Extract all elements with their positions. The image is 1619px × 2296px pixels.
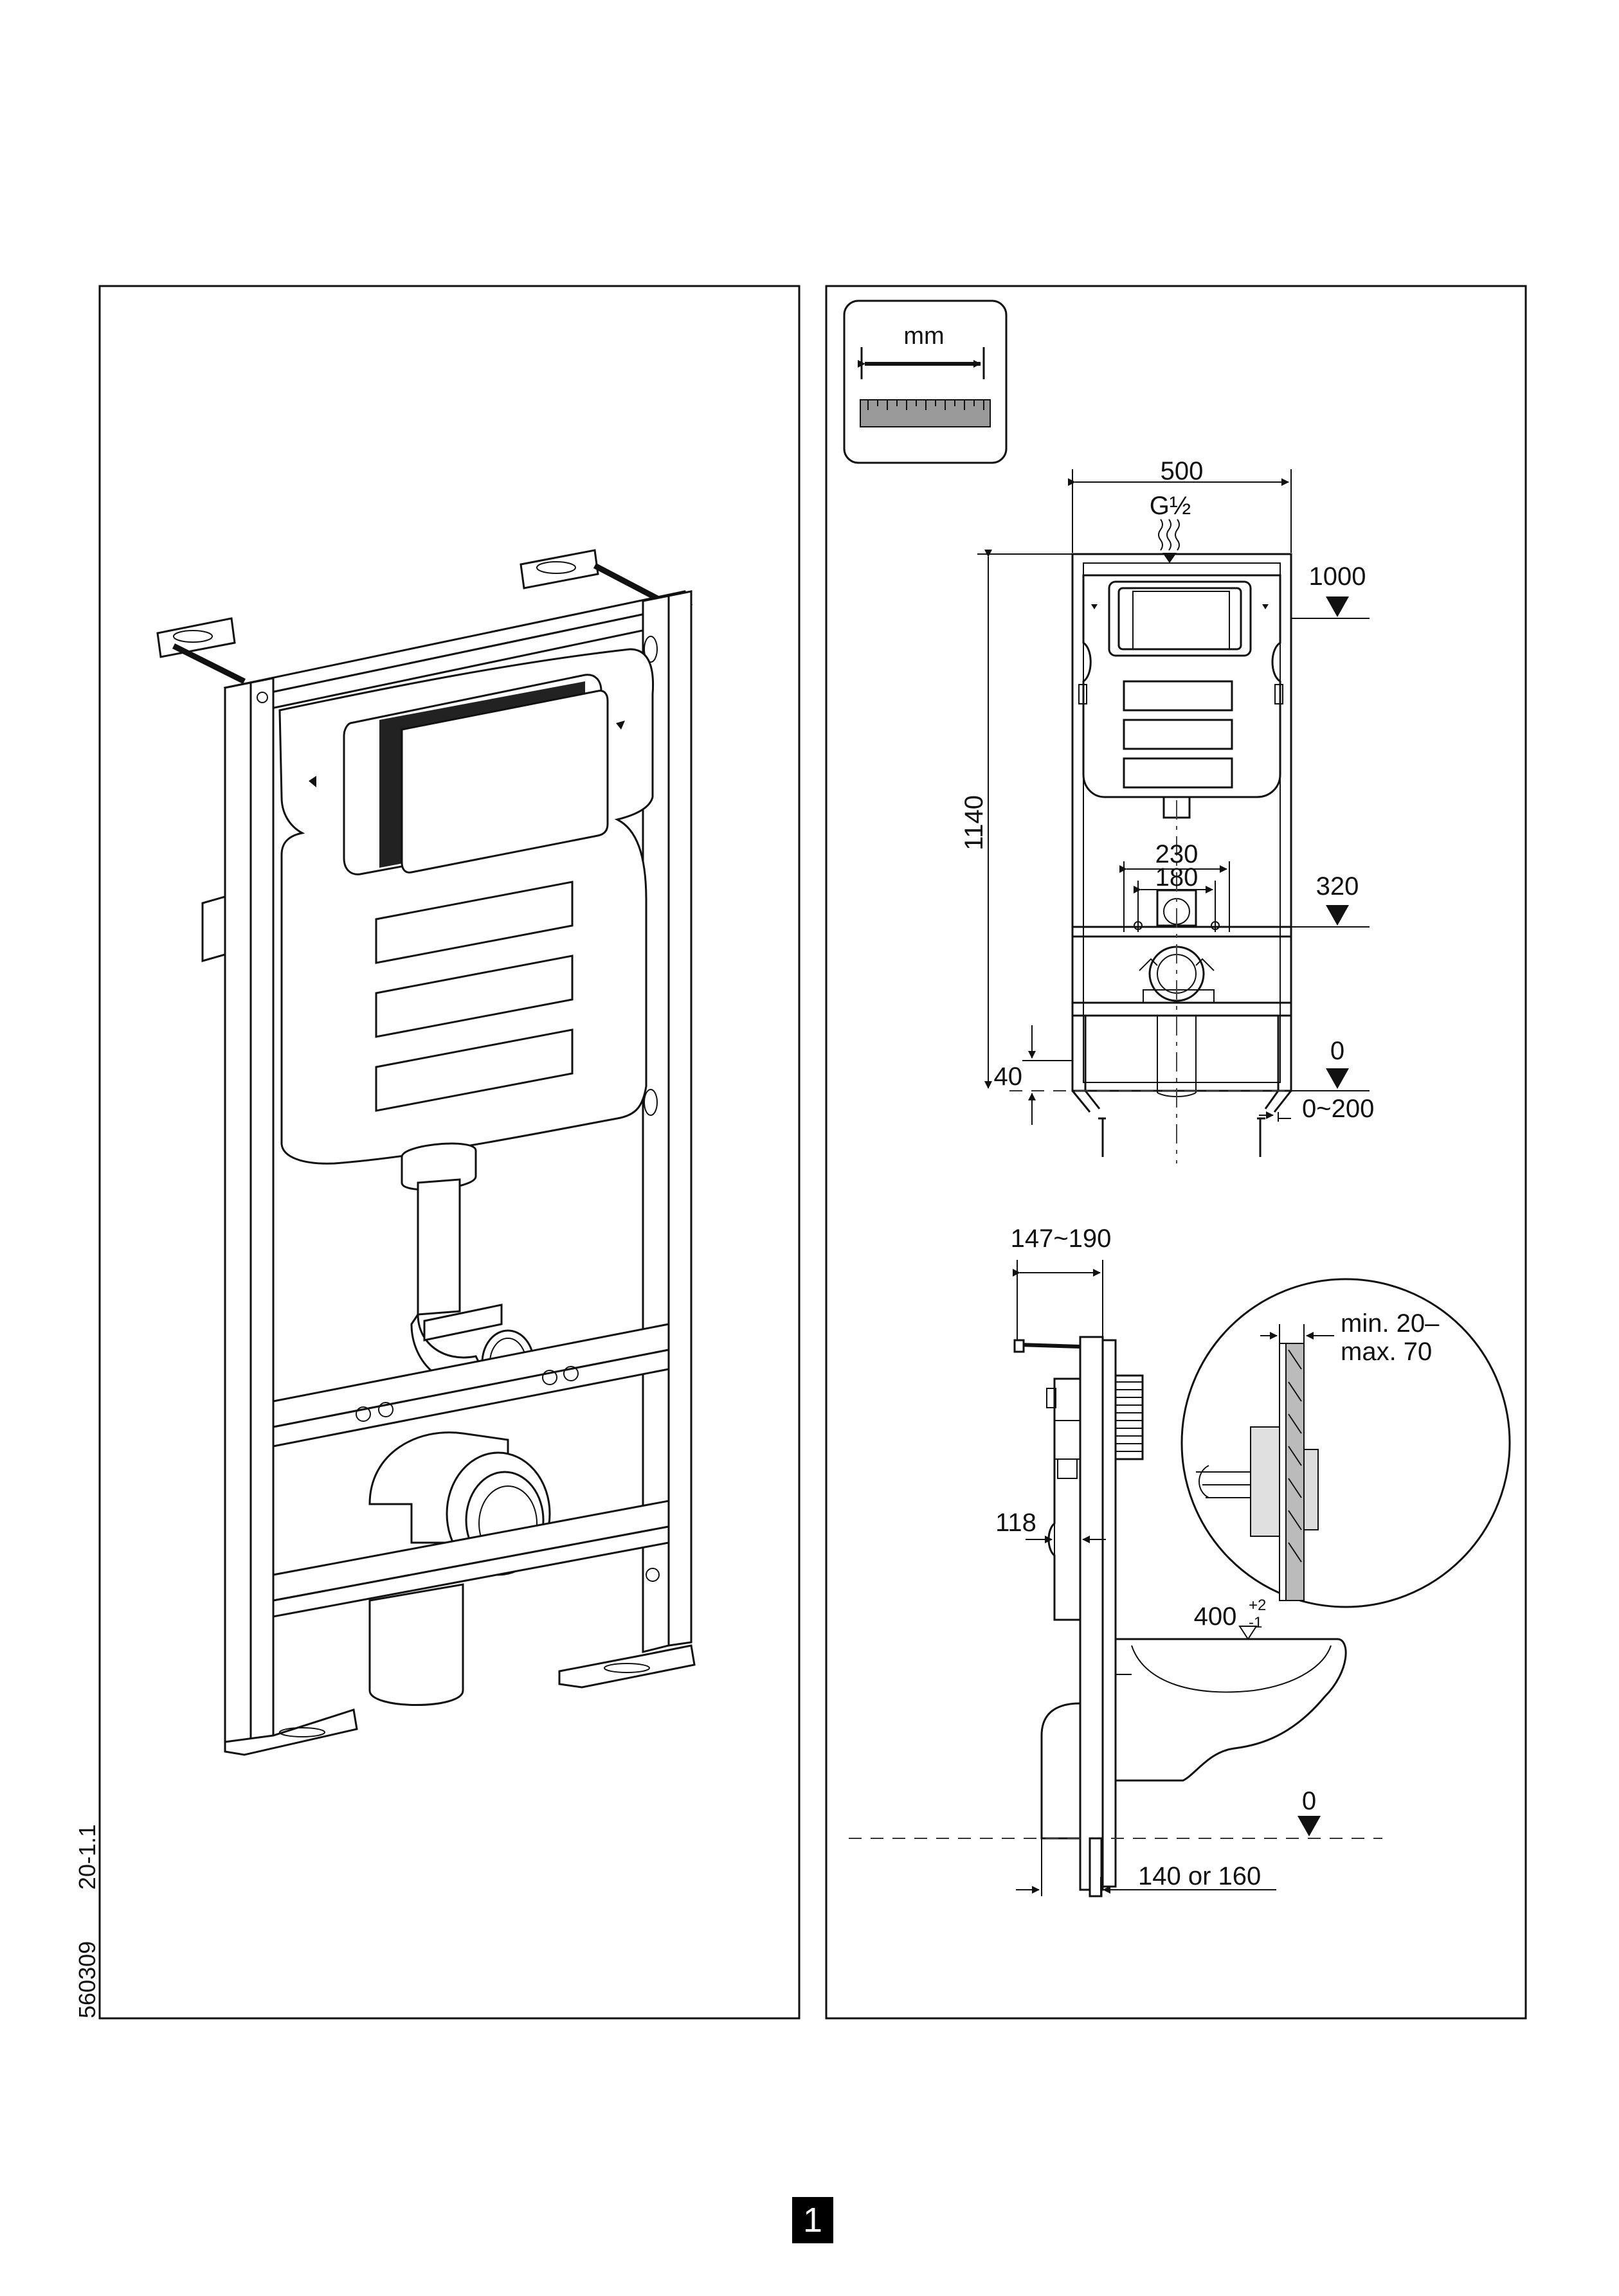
bowl-height-label: 400 +2 -1 <box>1194 1597 1267 1631</box>
top-bracket-right <box>520 549 664 604</box>
doc-revision: 20-1.1 <box>74 1824 100 1890</box>
svg-text:+2: +2 <box>1249 1597 1266 1614</box>
side-view-drawing <box>849 1260 1382 1897</box>
top-bracket-left <box>156 617 246 685</box>
right-panel <box>825 285 1527 2020</box>
front-view-drawing <box>977 469 1370 1163</box>
unit-label: mm <box>903 323 944 350</box>
isometric-frame-illustration <box>156 549 696 1756</box>
dim-width: 500 <box>1161 457 1204 485</box>
level-zero-front: 0 <box>1330 1037 1344 1065</box>
doc-code: 560309 <box>74 1941 100 2018</box>
svg-text:-1: -1 <box>1249 1614 1262 1631</box>
dim-40: 40 <box>994 1063 1023 1091</box>
dim-140-160: 140 or 160 <box>1138 1862 1261 1890</box>
svg-text:400: 400 <box>1194 1602 1237 1631</box>
unit-badge: mm <box>843 300 1008 464</box>
thread-label: G½ <box>1150 492 1191 520</box>
wall-max-label: max. 70 <box>1341 1338 1432 1366</box>
wall-min-label: min. 20– <box>1341 1309 1440 1338</box>
level-zero-side: 0 <box>1302 1787 1316 1815</box>
dim-230: 230 <box>1155 840 1198 868</box>
dim-180: 180 <box>1155 863 1198 892</box>
page-number-badge <box>792 2197 833 2243</box>
left-panel <box>98 285 800 2020</box>
level-320: 320 <box>1316 872 1359 901</box>
dim-147-190: 147~190 <box>1011 1224 1112 1253</box>
dim-0-200: 0~200 <box>1302 1095 1374 1123</box>
dim-118: 118 <box>995 1509 1036 1537</box>
level-1000: 1000 <box>1309 562 1366 591</box>
dim-height: 1140 <box>960 795 988 850</box>
page-number: 1 <box>803 2201 822 2239</box>
wall-thickness-detail <box>1180 1278 1511 1608</box>
